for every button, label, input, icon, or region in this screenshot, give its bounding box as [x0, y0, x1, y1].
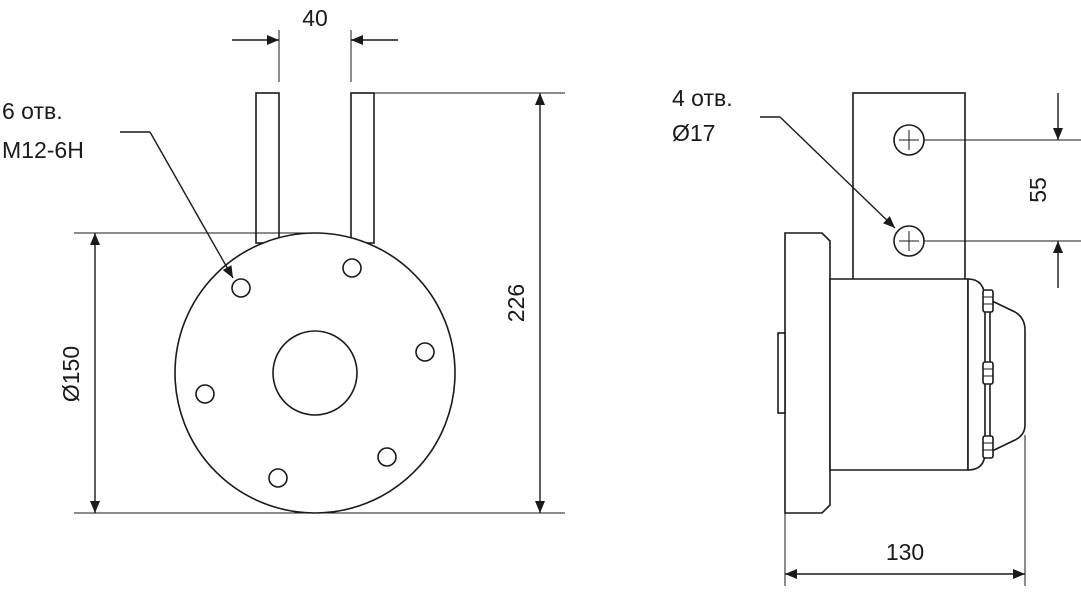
threaded-hole — [195, 384, 215, 404]
callout-4-holes-diameter: Ø17 — [672, 120, 715, 146]
dim-226-label: 226 — [503, 284, 529, 322]
callout-threaded-holes: 6 отв. M12-6H — [2, 98, 234, 279]
dim-depth: 130 — [784, 435, 1026, 586]
dim-overall-height: 226 — [74, 92, 565, 514]
threaded-hole — [342, 258, 362, 278]
threaded-hole — [377, 447, 397, 467]
mount-hole-top — [893, 124, 925, 156]
dim-d150-label: Ø150 — [58, 346, 84, 402]
center-bore — [272, 330, 358, 416]
mount-hole-bottom — [893, 225, 925, 257]
dim-55-label: 55 — [1025, 177, 1051, 203]
threaded-holes — [195, 258, 435, 488]
threaded-hole — [415, 342, 435, 362]
terminal-cover — [989, 298, 1026, 454]
motor-body — [829, 278, 969, 471]
dim-flange-diameter: Ø150 — [58, 232, 315, 513]
front-view: 40 226 Ø150 6 отв. M12-6H — [2, 5, 565, 514]
dim-40-label: 40 — [302, 5, 328, 31]
callout-6-holes-thread: M12-6H — [2, 137, 84, 163]
callout-mount-holes: 4 отв. Ø17 — [672, 85, 896, 229]
dim-stud-spacing: 40 — [232, 5, 398, 82]
stud-right — [350, 92, 375, 244]
bolts — [982, 289, 994, 459]
side-view: 55 130 4 отв. Ø17 — [672, 85, 1081, 586]
dim-hole-spacing: 55 — [924, 93, 1081, 288]
threaded-hole — [231, 278, 251, 298]
stud-left — [255, 92, 280, 244]
mount-bracket — [852, 92, 966, 290]
flange-side — [784, 232, 831, 514]
callout-4-holes-count: 4 отв. — [672, 85, 733, 111]
flange-boss — [777, 332, 786, 414]
callout-6-holes-count: 6 отв. — [2, 98, 63, 124]
threaded-hole — [268, 468, 288, 488]
dim-130-label: 130 — [886, 539, 924, 565]
